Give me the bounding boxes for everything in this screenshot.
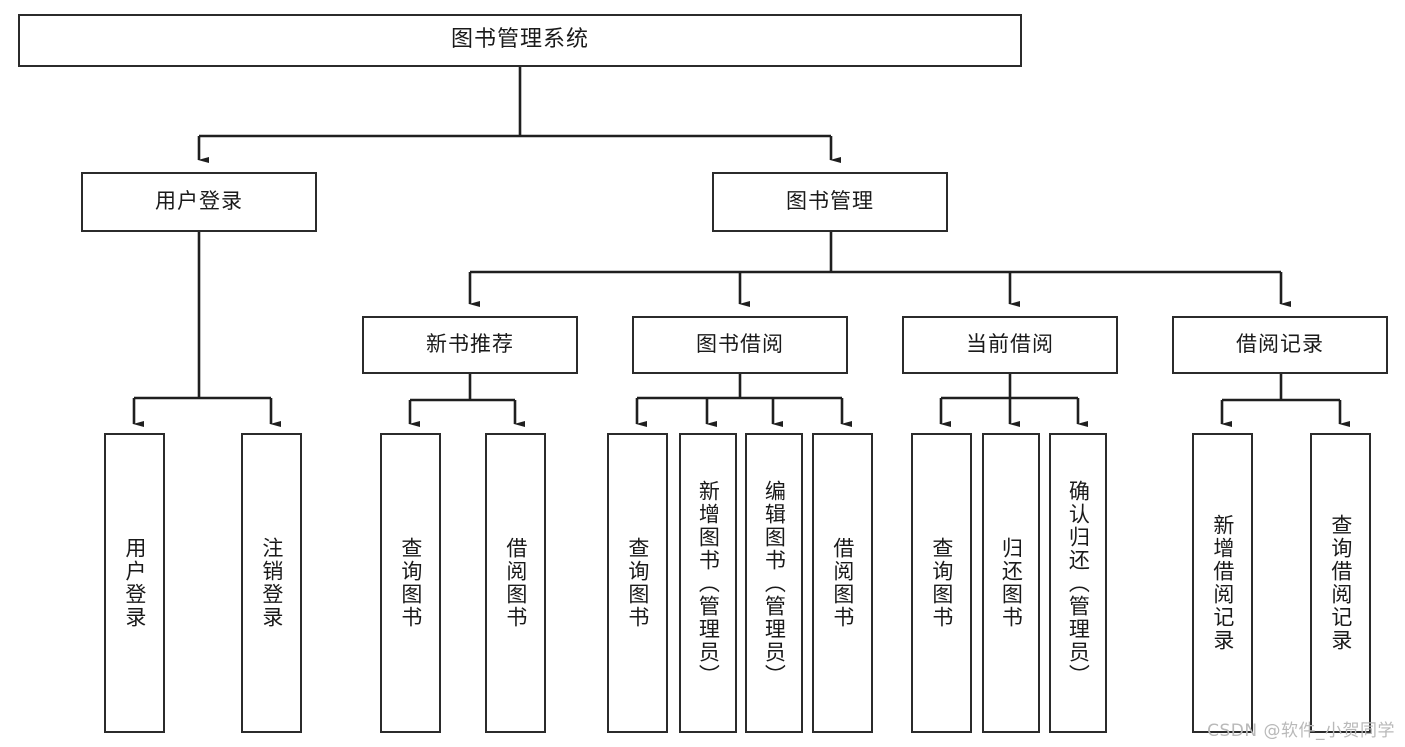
node-label: 确认归还（管理员）: [1066, 479, 1091, 687]
node-label: 图书管理: [786, 189, 874, 214]
node-leaf-add-borrow-record[interactable]: 新增借阅记录: [1192, 433, 1253, 733]
node-book-management[interactable]: 图书管理: [712, 172, 948, 232]
node-leaf-confirm-return[interactable]: 确认归还（管理员）: [1049, 433, 1107, 733]
node-leaf-query-book-borrow[interactable]: 查询图书: [607, 433, 668, 733]
node-leaf-edit-book[interactable]: 编辑图书（管理员）: [745, 433, 803, 733]
node-label: 查询借阅记录: [1328, 514, 1353, 652]
node-label: 编辑图书（管理员）: [762, 479, 787, 687]
node-user-login[interactable]: 用户登录: [81, 172, 317, 232]
node-borrow-record[interactable]: 借阅记录: [1172, 316, 1388, 374]
node-book-borrow[interactable]: 图书借阅: [632, 316, 848, 374]
node-label: 借阅图书: [830, 537, 855, 629]
node-leaf-logout-login[interactable]: 注销登录: [241, 433, 302, 733]
node-label: 图书管理系统: [450, 27, 589, 53]
node-leaf-return-book[interactable]: 归还图书: [982, 433, 1040, 733]
node-new-book-recommend[interactable]: 新书推荐: [362, 316, 578, 374]
node-label: 查询图书: [929, 537, 954, 629]
node-label: 当前借阅: [966, 332, 1054, 357]
node-label: 借阅记录: [1236, 332, 1324, 357]
node-leaf-borrow-book[interactable]: 借阅图书: [812, 433, 873, 733]
node-root-book-management-system[interactable]: 图书管理系统: [18, 14, 1022, 67]
node-current-borrow[interactable]: 当前借阅: [902, 316, 1118, 374]
node-leaf-query-book-current[interactable]: 查询图书: [911, 433, 972, 733]
node-label: 新增图书（管理员）: [696, 479, 721, 687]
csdn-watermark: CSDN @软件_小贺同学: [1207, 721, 1395, 741]
node-label: 注销登录: [259, 537, 284, 629]
node-label: 新增借阅记录: [1210, 514, 1235, 652]
node-leaf-user-login[interactable]: 用户登录: [104, 433, 165, 733]
node-label: 图书借阅: [696, 332, 784, 357]
node-leaf-query-borrow-record[interactable]: 查询借阅记录: [1310, 433, 1371, 733]
node-leaf-query-book-recommend[interactable]: 查询图书: [380, 433, 441, 733]
node-label: 查询图书: [398, 537, 423, 629]
node-label: 用户登录: [122, 537, 147, 629]
node-leaf-borrow-book-recommend[interactable]: 借阅图书: [485, 433, 546, 733]
node-label: 借阅图书: [503, 537, 528, 629]
node-label: 新书推荐: [426, 332, 514, 357]
node-label: 归还图书: [999, 537, 1024, 629]
node-label: 用户登录: [155, 189, 243, 214]
node-label: 查询图书: [625, 537, 650, 629]
node-leaf-add-book[interactable]: 新增图书（管理员）: [679, 433, 737, 733]
